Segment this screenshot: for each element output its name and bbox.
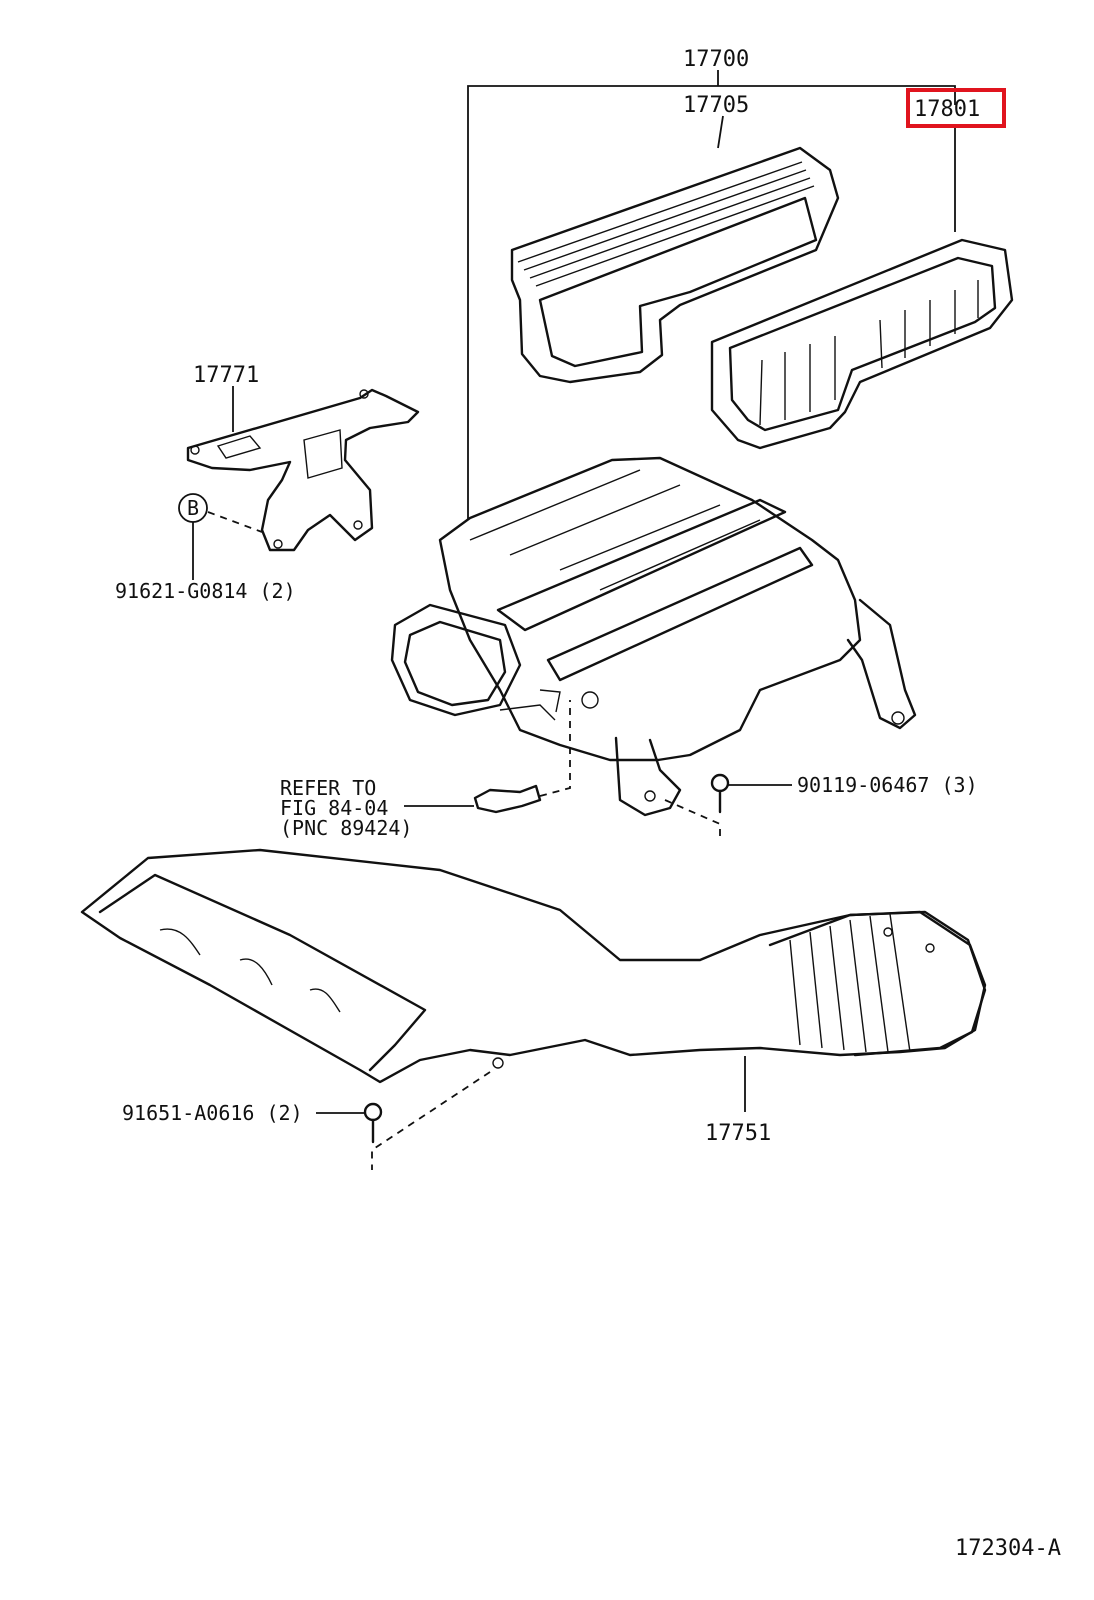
label-17801: 17801 [914,97,980,122]
label-17705: 17705 [683,93,749,118]
label-17771: 17771 [193,363,259,388]
figure-id: 172304-A [955,1536,1061,1561]
label-17751: 17751 [705,1121,771,1146]
highlight-box-17801 [906,88,1006,128]
label-91621: 91621-G0814 (2) [115,579,296,603]
label-refer-line2: FIG 84-04 [280,796,388,820]
label-17700: 17700 [683,47,749,72]
bolt-90119 [664,773,792,836]
label-refer-line3: (PNC 89424) [280,816,412,840]
clip-callout-91621 [178,493,263,580]
bolt-91651 [316,1071,491,1170]
bracket-17771 [186,386,420,552]
air-cleaner-case [390,456,917,817]
label-91651: 91651-A0616 (2) [122,1101,303,1125]
label-circle-b: B [187,496,199,520]
sensor-callout [404,700,571,814]
air-filter-element-17801 [710,125,1014,450]
assembly-bracket-17700 [467,70,956,520]
label-90119: 90119-06467 (3) [797,773,978,797]
intake-duct-17751 [80,848,987,1112]
upper-case-17705 [510,115,840,384]
label-refer-line1: REFER TO [280,776,376,800]
